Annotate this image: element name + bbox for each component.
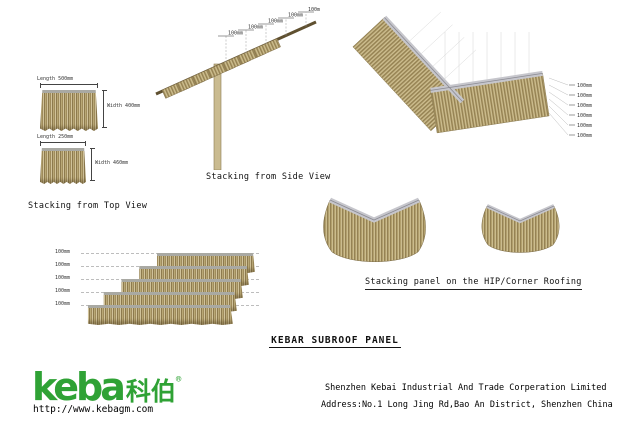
panel1-width-dimline	[102, 90, 107, 128]
side-view-dim-labels: 100mm 100mm 100mm 100mm 100mm	[228, 7, 320, 37]
dim-label: 100mm	[577, 113, 592, 119]
panel2-width-dimline	[90, 148, 95, 181]
fan-thatch	[323, 199, 426, 262]
dim-label: 100mm	[577, 123, 592, 129]
dimension-ticks	[218, 11, 314, 37]
fan-ridge-line	[329, 199, 420, 221]
panel1-length-dimline	[40, 83, 98, 88]
sheet-title: KEBAR SUBROOF PANEL	[240, 335, 430, 348]
dimension-extension-lines	[225, 12, 307, 63]
dim-label: 100mm	[577, 93, 592, 99]
company-address-line: Address:No.1 Long Jing Rd,Bao An Distric…	[321, 400, 613, 410]
hip-fan-panel-large	[323, 197, 426, 262]
thatch-panel-top-view-large	[40, 90, 98, 131]
hip-caption: Stacking panel on the HIP/Corner Roofing	[365, 277, 582, 290]
thatch-strip	[87, 305, 233, 325]
dim-label: 100mm	[248, 25, 263, 31]
dim-label: 100mm	[55, 275, 71, 281]
dim-label: 100mm	[55, 249, 71, 255]
ridge-band	[382, 15, 543, 104]
hip-corner-diagram: 100mm 100mm 100mm 100mm 100mm 100mm	[352, 11, 592, 139]
side-view-diagram: 100mm 100mm 100mm 100mm 100mm	[155, 7, 320, 170]
registered-trademark-icon: ®	[175, 375, 182, 385]
layer-stack-diagram: 100mm 100mm 100mm 100mm 100mm	[55, 243, 270, 338]
fan-thatch	[481, 205, 560, 253]
construction-lines-left	[407, 11, 477, 81]
panel2-length-dimline	[40, 141, 86, 146]
panel2-width-label: Width 460mm	[95, 160, 129, 166]
leader-lines	[548, 77, 569, 136]
thatch-panel-top-view-small	[40, 148, 86, 184]
dim-label: 100mm	[55, 301, 71, 307]
fan-ridge-line	[486, 205, 555, 222]
stacked-shingles	[161, 38, 281, 99]
dim-label: 100mm	[577, 133, 592, 139]
website-url: http://www.kebagm.com	[33, 404, 154, 415]
top-view-caption: Stacking from Top View	[28, 201, 148, 211]
logo-latin-text: keba	[32, 365, 126, 409]
dim-label: 100mm	[308, 7, 320, 13]
construction-lines-right	[444, 32, 530, 88]
dim-label: 100mm	[288, 13, 303, 19]
dim-label: 100mm	[228, 31, 243, 37]
post	[213, 63, 222, 170]
dim-label: 100mm	[577, 83, 592, 89]
panel1-length-label: Length 500mm	[37, 76, 74, 82]
dim-label: 100mm	[55, 262, 71, 268]
dim-label: 100mm	[55, 288, 71, 294]
panel1-width-label: Width 400mm	[107, 103, 141, 109]
logo-cjk-text: 科伯	[125, 377, 176, 406]
hip-fan-panel-small	[481, 204, 560, 253]
company-name-line: Shenzhen Kebai Industrial And Trade Corp…	[325, 383, 607, 393]
hip-dim-ticks	[569, 84, 575, 136]
side-view-caption: Stacking from Side View	[206, 172, 331, 182]
dim-label: 100mm	[577, 103, 592, 109]
sheet-title-text: KEBAR SUBROOF PANEL	[269, 335, 401, 348]
panel2-length-label: Length 250mm	[37, 134, 74, 140]
hip-dim-labels: 100mm 100mm 100mm 100mm 100mm 100mm	[577, 83, 592, 139]
dim-label: 100mm	[268, 19, 283, 25]
